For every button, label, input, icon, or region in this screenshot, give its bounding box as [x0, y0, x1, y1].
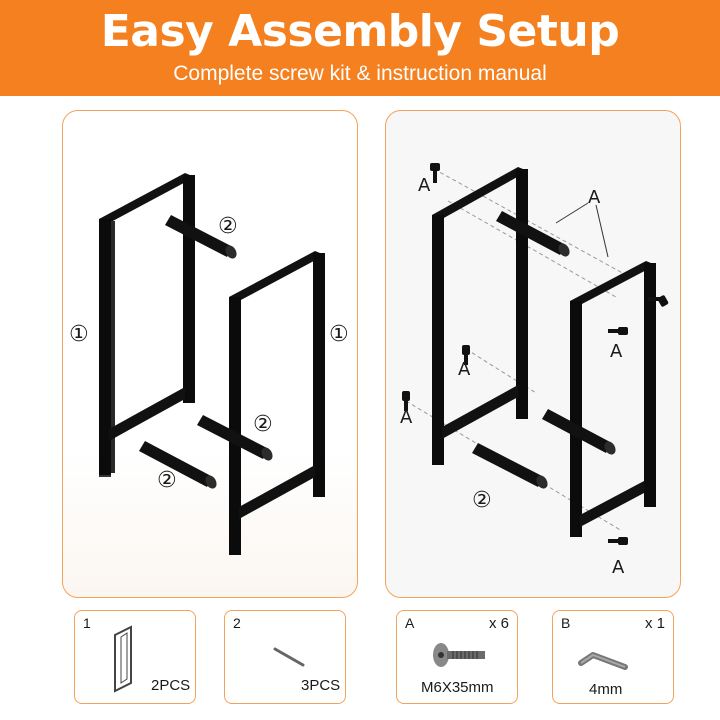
- frame-right: [229, 251, 325, 555]
- part-card-hex-key: B x 1 4mm: [552, 610, 674, 704]
- screw-label: A: [418, 175, 431, 196]
- screw-label: A: [458, 359, 471, 380]
- part-card-rod: 2 3PCS: [224, 610, 346, 704]
- rod-icon: [273, 647, 305, 667]
- screw-icon: [608, 537, 628, 545]
- frame-left: [99, 173, 195, 477]
- hex-key-icon: [578, 652, 628, 670]
- screw-icon: [430, 163, 440, 183]
- label-rod-top: ②: [218, 214, 238, 239]
- exploded-rod-top: [496, 211, 570, 257]
- label-rod: ②: [472, 488, 492, 513]
- assembled-rack-illustration: ① ① ② ② ②: [69, 173, 349, 555]
- rod-top: [165, 215, 237, 259]
- screw-icon: [433, 643, 485, 667]
- part-quantity: 2PCS: [151, 677, 191, 694]
- part-spec: 4mm: [589, 681, 623, 698]
- screw-icon: [402, 391, 410, 411]
- part-spec: M6X35mm: [421, 679, 494, 696]
- part-id: A: [405, 615, 415, 631]
- screw-label: A: [400, 407, 413, 428]
- label-rod-middle: ②: [253, 412, 273, 437]
- rod-middle: [197, 415, 273, 461]
- part-id: B: [561, 615, 571, 631]
- label-frame-left: ①: [69, 322, 89, 347]
- page-subtitle: Complete screw kit & instruction manual: [173, 62, 547, 85]
- part-card-frame: 1 2PCS: [74, 610, 196, 704]
- screw-label: A: [610, 341, 623, 362]
- page-title: Easy Assembly Setup: [100, 6, 620, 57]
- part-card-screw: A x 6 M6X35mm: [396, 610, 518, 704]
- part-id: 1: [83, 615, 91, 631]
- part-quantity: 3PCS: [301, 677, 341, 694]
- rod-bottom: [139, 441, 217, 489]
- screw-icon: [608, 327, 628, 335]
- exploded-frame-front: [570, 261, 656, 537]
- part-id: 2: [233, 615, 241, 631]
- exploded-rod-bottom: [472, 443, 548, 489]
- part-count: x 1: [644, 615, 665, 632]
- label-rod-bottom: ②: [157, 468, 177, 493]
- part-count: x 6: [488, 615, 509, 632]
- header-banner: Easy Assembly Setup Complete screw kit &…: [0, 0, 720, 96]
- frame-icon: [114, 625, 132, 693]
- screw-label: A: [588, 187, 601, 208]
- exploded-rack-illustration: A A A A A A ②: [400, 163, 669, 578]
- screw-group: [402, 163, 669, 545]
- exploded-view-panel: A A A A A A ②: [385, 110, 681, 598]
- assembled-view-panel: ① ① ② ② ②: [62, 110, 358, 598]
- exploded-rod-middle: [542, 409, 616, 455]
- screw-icon: [648, 295, 669, 307]
- label-frame-right: ①: [329, 322, 349, 347]
- exploded-frame-back: [432, 167, 528, 465]
- screw-icon: [462, 345, 470, 365]
- screw-label: A: [612, 557, 625, 578]
